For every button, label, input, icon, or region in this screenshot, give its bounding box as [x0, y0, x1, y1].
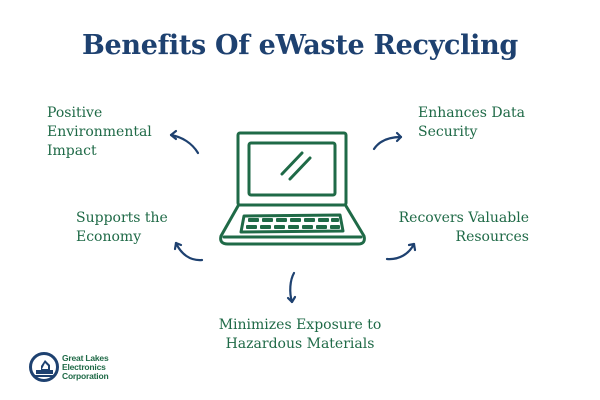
benefit-line: Recovers Valuable: [398, 210, 529, 226]
benefit-line: Enhances Data: [418, 105, 525, 121]
arrow-to-economy-icon: [173, 241, 204, 262]
page-title: Benefits Of eWaste Recycling: [82, 30, 518, 61]
logo-line: Great Lakes: [62, 352, 109, 363]
keyboard-keys: [246, 218, 340, 229]
benefit-hazardous-materials: Minimizes Exposure to Hazardous Material…: [150, 316, 450, 354]
benefit-economy: Supports the Economy: [76, 209, 168, 247]
benefit-line: Hazardous Materials: [225, 336, 375, 352]
benefit-valuable-resources: Recovers Valuable Resources: [378, 209, 529, 247]
benefit-line: Impact: [47, 143, 97, 159]
benefit-line: Security: [418, 124, 478, 140]
benefit-line: Minimizes Exposure to: [218, 317, 382, 333]
logo-line: Corporation: [62, 370, 109, 381]
logo-text: Great Lakes Electronics Corporation: [62, 352, 109, 381]
benefit-line: Economy: [76, 229, 142, 245]
arrow-to-environmental-icon: [169, 129, 200, 155]
great-lakes-logo-icon: [29, 352, 59, 382]
benefit-line: Supports the: [76, 210, 168, 226]
arrow-to-resources-icon: [385, 242, 417, 261]
benefit-line: Positive: [47, 105, 103, 121]
company-logo: Great Lakes Electronics Corporation: [29, 352, 109, 382]
laptop-icon: [219, 131, 366, 246]
logo-line: Electronics: [62, 361, 106, 372]
arrow-to-hazardous-icon: [286, 271, 297, 304]
benefit-environmental-impact: Positive Environmental Impact: [47, 104, 152, 161]
benefit-line: Resources: [455, 229, 529, 245]
benefit-data-security: Enhances Data Security: [418, 104, 525, 142]
arrow-to-data-security-icon: [372, 131, 403, 151]
benefit-line: Environmental: [47, 124, 152, 140]
